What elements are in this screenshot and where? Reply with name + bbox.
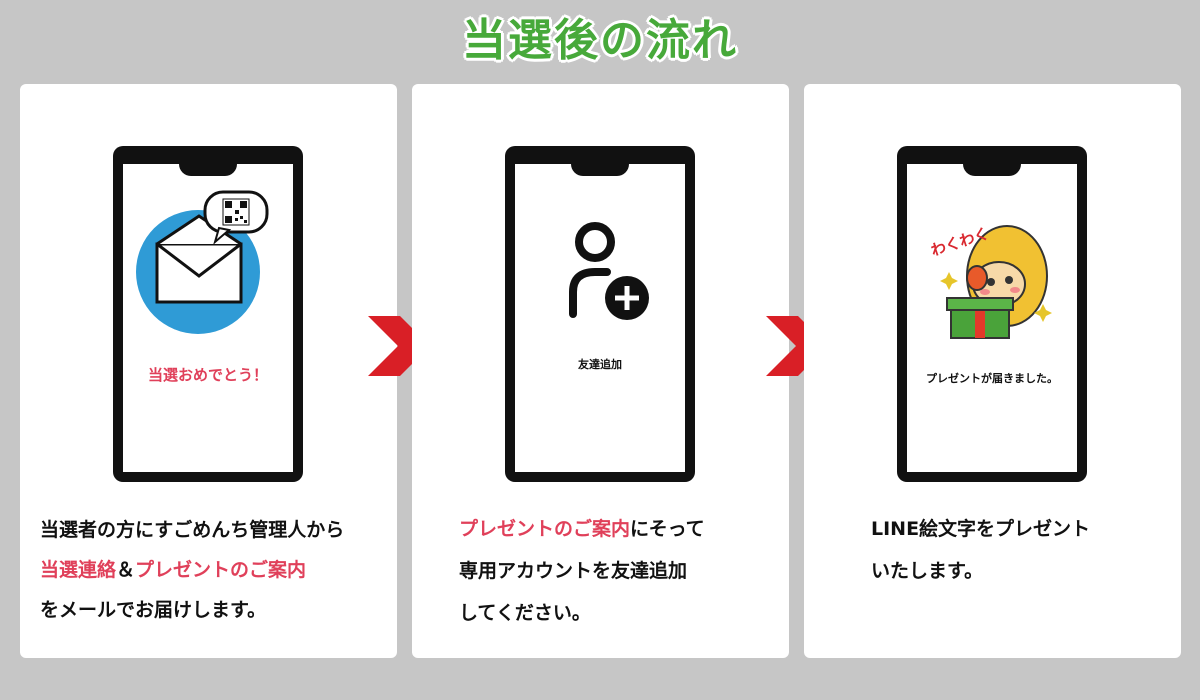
page-title: 当選後の流れ bbox=[462, 15, 738, 66]
desc-line: 専用アカウントを友達追加 bbox=[459, 560, 688, 582]
desc-highlight: プレゼントのご案内 bbox=[459, 518, 631, 540]
phone-notch bbox=[571, 156, 629, 176]
desc-highlight: 当選連絡 bbox=[40, 559, 117, 581]
character-sticker: わくわく bbox=[929, 224, 1052, 339]
phone-illustration: 当選おめでとう！ bbox=[113, 146, 303, 482]
step-description: LINE絵文字をプレゼント いたします。 bbox=[871, 508, 1200, 592]
desc-line: 当選者の方にすごめんち管理人から bbox=[40, 519, 345, 541]
phone-illustration: 友達追加 bbox=[505, 146, 695, 482]
phone-screen: 当選おめでとう！ bbox=[123, 164, 293, 472]
desc-line: 当選連絡＆プレゼントのご案内 bbox=[40, 550, 385, 590]
desc-highlight: プレゼントのご案内 bbox=[135, 559, 307, 581]
add-friend-icon bbox=[569, 222, 649, 320]
add-friend-text: 友達追加 bbox=[578, 358, 622, 371]
mail-illustration bbox=[136, 190, 269, 334]
phone-illustration: わくわく プレゼントが届きました。 bbox=[897, 146, 1087, 482]
qr-code-icon bbox=[222, 198, 250, 226]
desc-line: いたします。 bbox=[871, 560, 984, 582]
desc-line: をメールでお届けします。 bbox=[40, 599, 267, 621]
step-card-3: わくわく プレゼントが届きました。 LINE絵文字をプレゼント いたします。 bbox=[804, 84, 1181, 658]
desc-line: してください。 bbox=[459, 602, 591, 624]
desc-text: ＆ bbox=[116, 559, 136, 581]
phone-screen: わくわく プレゼントが届きました。 bbox=[907, 164, 1077, 472]
desc-line: LINE絵文字をプレゼント bbox=[871, 518, 1091, 540]
phone-screen: 友達追加 bbox=[515, 164, 685, 472]
congrats-text: 当選おめでとう！ bbox=[147, 366, 268, 384]
phone-notch bbox=[179, 156, 237, 176]
phone-notch bbox=[963, 156, 1021, 176]
step-card-1: 当選おめでとう！ 当選者の方にすごめんち管理人から 当選連絡＆プレゼントのご案内… bbox=[20, 84, 397, 658]
step-description: プレゼントのご案内にそって 専用アカウントを友達追加 してください。 bbox=[459, 508, 804, 634]
step-card-2: 友達追加 プレゼントのご案内にそって 専用アカウントを友達追加 してください。 bbox=[412, 84, 789, 658]
desc-line: プレゼントのご案内にそって bbox=[459, 508, 804, 550]
step-description: 当選者の方にすごめんち管理人から 当選連絡＆プレゼントのご案内 をメールでお届け… bbox=[40, 510, 385, 630]
desc-text: にそって bbox=[630, 518, 705, 540]
present-received-text: プレゼントが届きました。 bbox=[926, 372, 1058, 385]
